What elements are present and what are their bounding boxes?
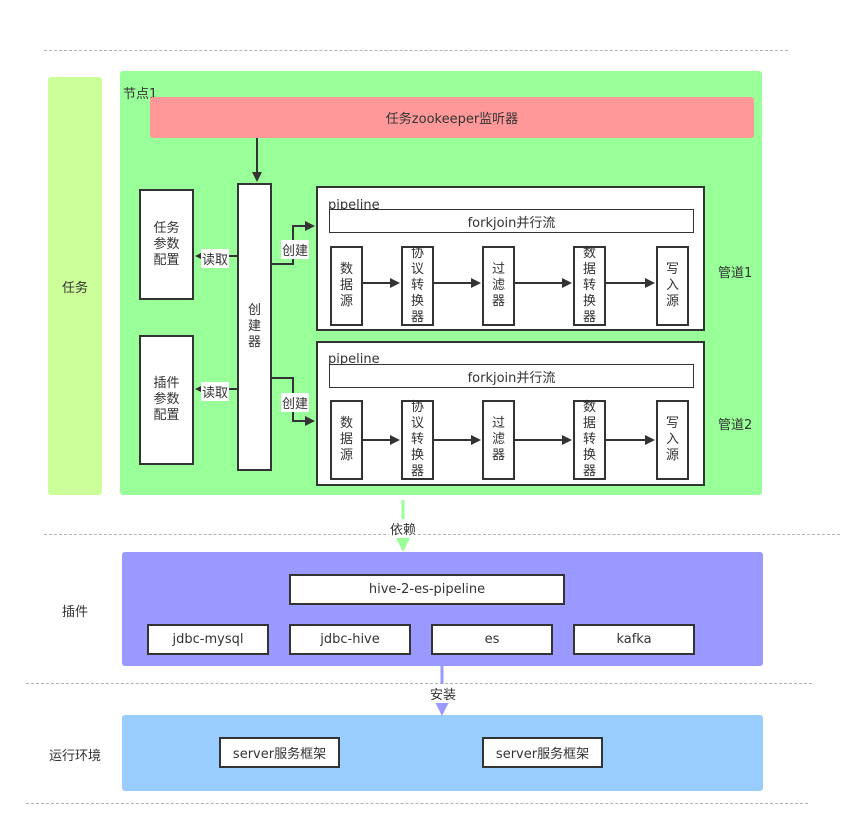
creator-box: 创 建 器 bbox=[237, 183, 272, 471]
create-label-2: 创建 bbox=[281, 393, 310, 412]
task-config-box: 任务 参数 配置 bbox=[139, 189, 194, 300]
stage-label: 数 据 源 bbox=[339, 416, 353, 463]
pipeline-2-stage-datasource: 数 据 源 bbox=[330, 400, 363, 480]
install-label: 安装 bbox=[429, 684, 458, 703]
pipeline-1-stage-data-converter: 数 据 转 换 器 bbox=[573, 246, 606, 326]
plugin-config-label: 插件 参数 配置 bbox=[153, 376, 180, 423]
stage-label: 写 入 源 bbox=[665, 262, 679, 309]
pipeline-2-side-label: 管道2 bbox=[718, 418, 753, 433]
pipeline-2-title: pipeline bbox=[328, 352, 380, 367]
pipeline-2-stage-filter: 过 滤 器 bbox=[482, 400, 515, 480]
separator-top bbox=[44, 50, 788, 51]
create-label-1: 创建 bbox=[281, 240, 310, 259]
stage-label: 协 议 转 换 器 bbox=[410, 400, 424, 479]
pipeline-2-stage-protocol-converter: 协 议 转 换 器 bbox=[401, 400, 434, 480]
plugin-label: kafka bbox=[616, 632, 652, 647]
pipeline-1-forkjoin-label: forkjoin并行流 bbox=[467, 215, 556, 231]
task-layer-lane: 任务 bbox=[48, 77, 102, 495]
zookeeper-listener: 任务zookeeper监听器 bbox=[150, 97, 754, 138]
stage-label: 数 据 源 bbox=[339, 262, 353, 309]
plugin-es: es bbox=[431, 624, 553, 655]
pipeline-1-forkjoin: forkjoin并行流 bbox=[329, 209, 694, 233]
pipeline-1-stage-datasource: 数 据 源 bbox=[330, 246, 363, 326]
stage-label: 协 议 转 换 器 bbox=[410, 246, 424, 325]
pipeline-2-stage-data-converter: 数 据 转 换 器 bbox=[573, 400, 606, 480]
runtime-layer-label: 运行环境 bbox=[48, 748, 101, 764]
separator-plugin-runtime bbox=[26, 683, 812, 684]
pipeline-1-side-label: 管道1 bbox=[718, 266, 753, 281]
stage-label: 过 滤 器 bbox=[491, 416, 505, 463]
read-label-plugin: 读取 bbox=[201, 382, 230, 401]
node-title: 节点1 bbox=[123, 87, 158, 102]
plugin-main-pipeline: hive-2-es-pipeline bbox=[289, 574, 565, 605]
pipeline-1-stage-protocol-converter: 协 议 转 换 器 bbox=[401, 246, 434, 326]
pipeline-1-stage-filter: 过 滤 器 bbox=[482, 246, 515, 326]
plugin-jdbc-mysql: jdbc-mysql bbox=[147, 624, 269, 655]
read-label-task: 读取 bbox=[201, 249, 230, 268]
plugin-kafka: kafka bbox=[573, 624, 695, 655]
stage-label: 数 据 转 换 器 bbox=[582, 400, 596, 479]
runtime-server-2: server服务框架 bbox=[482, 737, 603, 768]
creator-label: 创 建 器 bbox=[247, 303, 261, 350]
plugin-label: jdbc-hive bbox=[320, 632, 380, 647]
plugin-layer-label: 插件 bbox=[61, 604, 88, 620]
pipeline-2-stage-sink: 写 入 源 bbox=[656, 400, 689, 480]
plugin-label: es bbox=[484, 632, 500, 647]
plugin-jdbc-hive: jdbc-hive bbox=[289, 624, 411, 655]
depends-label: 依赖 bbox=[389, 519, 418, 538]
stage-label: 写 入 源 bbox=[665, 416, 679, 463]
runtime-label: server服务框架 bbox=[232, 747, 327, 762]
plugin-main-label: hive-2-es-pipeline bbox=[368, 582, 486, 597]
stage-label: 数 据 转 换 器 bbox=[582, 246, 596, 325]
pipeline-2-forkjoin-label: forkjoin并行流 bbox=[467, 370, 556, 386]
pipeline-1-stage-sink: 写 入 源 bbox=[656, 246, 689, 326]
separator-task-plugin bbox=[44, 534, 840, 535]
stage-label: 过 滤 器 bbox=[491, 262, 505, 309]
plugin-config-box: 插件 参数 配置 bbox=[139, 335, 194, 465]
task-layer-label: 任务 bbox=[61, 280, 88, 296]
task-config-label: 任务 参数 配置 bbox=[153, 220, 180, 268]
plugin-label: jdbc-mysql bbox=[172, 632, 244, 647]
runtime-label: server服务框架 bbox=[495, 747, 590, 762]
separator-bottom bbox=[26, 803, 808, 804]
zookeeper-listener-label: 任务zookeeper监听器 bbox=[385, 112, 519, 127]
pipeline-2-forkjoin: forkjoin并行流 bbox=[329, 364, 694, 388]
runtime-server-1: server服务框架 bbox=[219, 737, 340, 768]
